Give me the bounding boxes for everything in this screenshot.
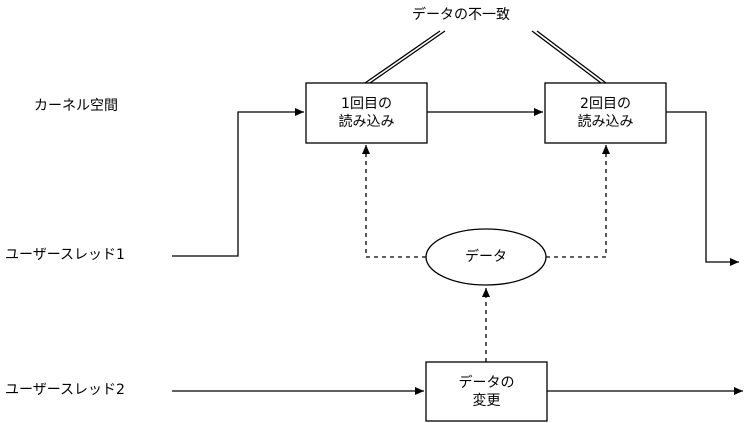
read2-box-text: 2回目の 読み込み bbox=[545, 83, 666, 143]
read2-line2: 読み込み bbox=[577, 114, 634, 130]
data-label: データ bbox=[465, 249, 507, 265]
read1-line1: 1回目の bbox=[341, 96, 392, 112]
data-ellipse-text: データ bbox=[426, 229, 546, 285]
change-line2: 変更 bbox=[472, 392, 501, 409]
dashed-data-to-read1 bbox=[362, 145, 426, 258]
change-box-text: データの 変更 bbox=[426, 362, 547, 421]
label-kernel-space: カーネル空間 bbox=[34, 98, 118, 114]
read1-line2: 読み込み bbox=[338, 114, 395, 130]
thread1-path-to-read1 bbox=[172, 108, 304, 257]
read1-box-text: 1回目の 読み込み bbox=[306, 83, 427, 143]
inconsistency-connector-left bbox=[364, 30, 446, 84]
label-inconsistency: データの不一致 bbox=[412, 7, 510, 23]
inconsistency-connector-right bbox=[531, 30, 607, 84]
read2-line1: 2回目の bbox=[580, 96, 631, 112]
arrow-read2-to-out bbox=[666, 111, 739, 266]
label-user-thread-1: ユーザースレッド1 bbox=[5, 247, 125, 263]
box-read1 bbox=[305, 82, 428, 144]
change-line1: データの bbox=[458, 374, 515, 391]
label-user-thread-2: ユーザースレッド2 bbox=[5, 382, 125, 398]
dashed-data-to-read2 bbox=[546, 145, 610, 258]
box-read2 bbox=[544, 82, 667, 144]
